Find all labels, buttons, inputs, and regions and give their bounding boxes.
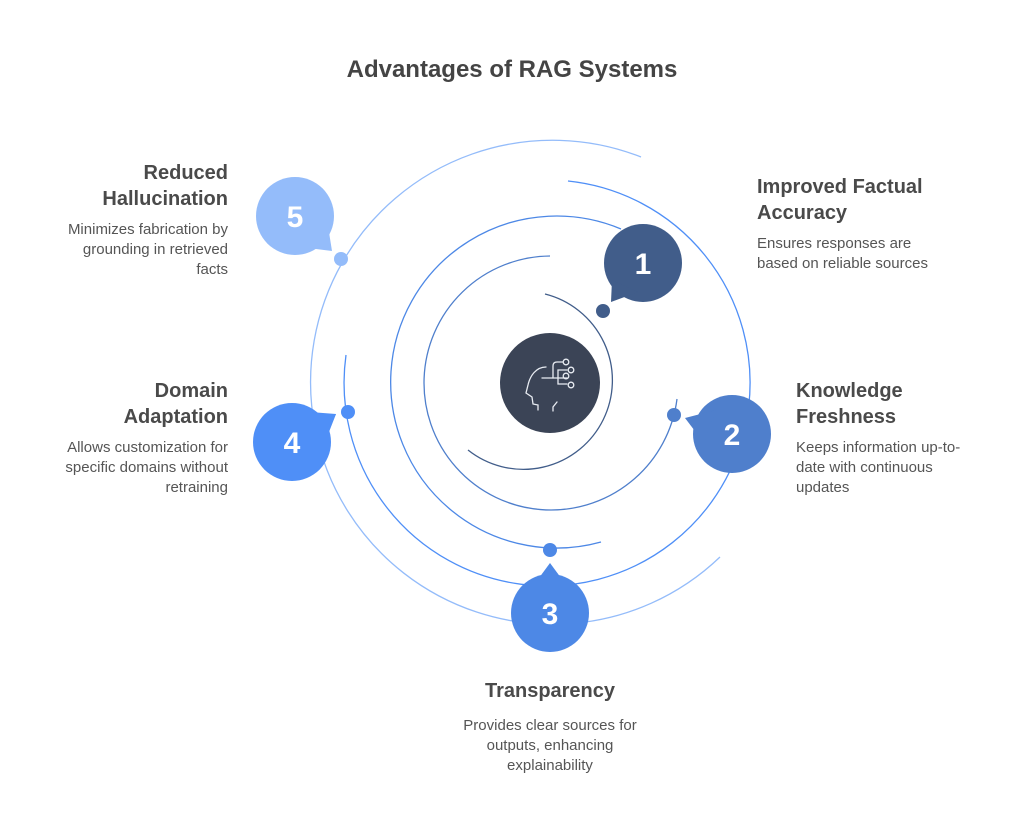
orbit-arc-3: [390, 215, 622, 549]
desc-line: Ensures responses are: [757, 235, 912, 252]
brain-circuit-icon: [525, 358, 575, 412]
desc-line: outputs, enhancing: [486, 737, 614, 754]
orbit-arc-2: [423, 255, 678, 511]
desc-line: Keeps information up-to-: [796, 439, 961, 456]
desc-line: Allows customization for: [67, 439, 228, 456]
desc-line: based on reliable sources: [757, 255, 928, 272]
marker-dot-5: [334, 252, 348, 266]
heading-line: Adaptation: [123, 406, 228, 428]
heading-line: Reduced: [143, 162, 228, 184]
heading-line: Domain: [154, 380, 228, 402]
heading-line: Improved Factual: [757, 176, 923, 198]
item-transparency: Transparency Provides clear sources for o…: [420, 678, 680, 776]
orbit-arc-4: [343, 180, 751, 587]
bubble-4: 4: [253, 403, 336, 481]
diagram-title: Advantages of RAG Systems: [346, 56, 678, 83]
marker-dot-3: [543, 543, 557, 557]
heading-line: Accuracy: [757, 202, 848, 224]
heading-line: Knowledge: [796, 380, 903, 402]
desc-line: retraining: [165, 479, 228, 496]
orbit-arc-1: [467, 293, 614, 470]
item-description: Provides clear sources for outputs, enhan…: [420, 716, 680, 776]
bubble-3: 3: [511, 563, 589, 652]
desc-line: explainability: [507, 757, 593, 774]
heading-line: Freshness: [796, 406, 897, 428]
desc-line: specific domains without: [65, 459, 228, 476]
bubble-number-2: 2: [724, 419, 741, 452]
bubble-number-4: 4: [284, 427, 301, 460]
desc-line: updates: [796, 479, 850, 496]
bubble-number-1: 1: [635, 248, 652, 281]
bubble-1: 1: [604, 224, 682, 302]
desc-line: date with continuous: [796, 459, 933, 476]
item-description: Minimizes fabrication by grounding in ret…: [20, 220, 228, 280]
heading-line: Hallucination: [102, 188, 228, 210]
bubble-2: 2: [685, 395, 771, 473]
bubble-number-5: 5: [287, 201, 304, 234]
marker-dot-4: [341, 405, 355, 419]
desc-line: Provides clear sources for: [463, 717, 637, 734]
item-description: Allows customization for specific domains…: [20, 438, 228, 498]
bubble-number-3: 3: [542, 598, 559, 631]
item-description: Keeps information up-to-date with contin…: [796, 438, 1016, 498]
bubble-5: 5: [256, 177, 334, 255]
item-description: Ensures responses are based on reliable s…: [757, 234, 997, 274]
marker-dot-1: [596, 304, 610, 318]
desc-line: Minimizes fabrication by: [67, 221, 228, 238]
item-heading: Transparency: [484, 680, 616, 702]
center-hub: [500, 333, 600, 433]
desc-line: facts: [196, 261, 228, 278]
marker-dot-2: [667, 408, 681, 422]
desc-line: grounding in retrieved: [82, 241, 228, 258]
